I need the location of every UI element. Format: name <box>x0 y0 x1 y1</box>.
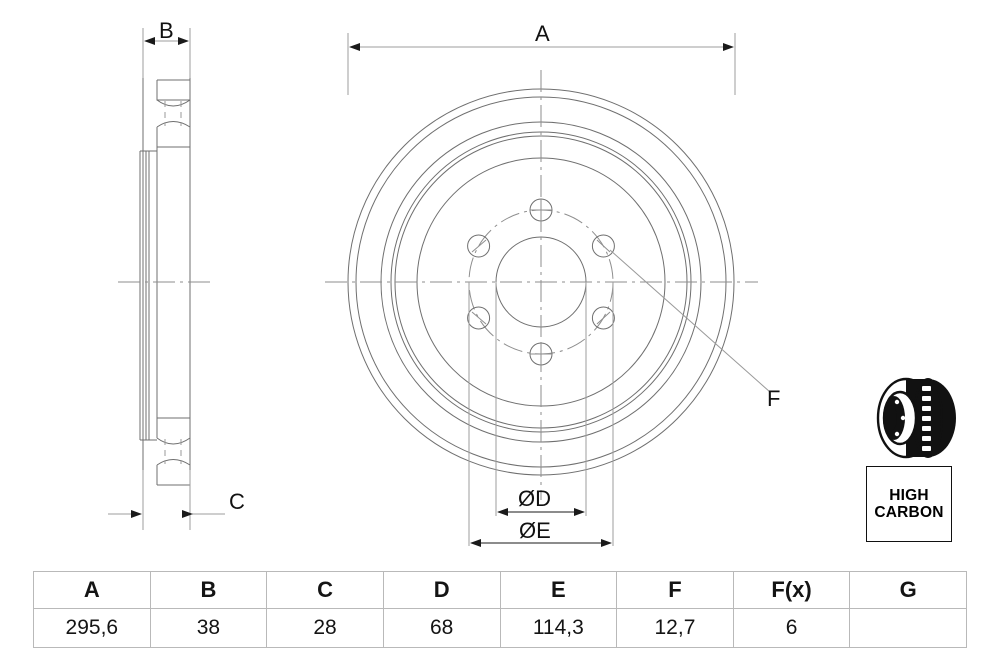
table-header-row: A B C D E F F(x) G <box>33 571 967 609</box>
value-cell-f: 12,7 <box>616 608 734 648</box>
dimension-label-b: B <box>159 18 174 43</box>
high-carbon-line1: HIGH <box>889 486 929 504</box>
dimension-label-f: F <box>767 386 781 411</box>
f-leader-line <box>609 249 771 393</box>
dimension-label-d: ØD <box>518 486 551 511</box>
high-carbon-badge: HIGH CARBON <box>866 466 952 542</box>
header-cell-a: A <box>33 571 151 609</box>
table-value-row: 295,6 38 28 68 114,3 12,7 6 <box>33 608 967 648</box>
value-cell-c: 28 <box>266 608 384 648</box>
value-cell-g <box>849 608 967 648</box>
dimension-a <box>347 33 736 95</box>
bolt-hole <box>591 306 615 330</box>
header-cell-b: B <box>149 571 268 609</box>
value-cell-e: 114,3 <box>499 608 618 648</box>
bolt-hole <box>467 306 491 330</box>
dimension-b <box>142 28 191 78</box>
dimension-label-e: ØE <box>519 518 551 543</box>
bolt-hole <box>467 234 491 258</box>
header-cell-fx: F(x) <box>732 571 851 609</box>
value-cell-d: 68 <box>382 608 501 648</box>
value-cell-b: 38 <box>149 608 268 648</box>
header-cell-e: E <box>499 571 618 609</box>
diameter-extension-lines <box>468 282 614 546</box>
value-cell-fx: 6 <box>732 608 851 648</box>
bolt-hole <box>591 234 615 258</box>
header-cell-g: G <box>849 571 967 609</box>
header-cell-f: F <box>616 571 734 609</box>
header-cell-d: D <box>382 571 501 609</box>
brake-disc-icon <box>876 377 956 459</box>
dimension-c <box>142 470 191 530</box>
dimension-label-c: C <box>229 489 245 514</box>
side-section-view <box>139 38 191 507</box>
high-carbon-line2: CARBON <box>874 504 944 521</box>
specification-table: A B C D E F F(x) G 295,6 38 28 68 114,3 … <box>33 571 967 648</box>
front-view-centerlines <box>325 70 758 500</box>
value-cell-a: 295,6 <box>33 608 151 648</box>
dimension-label-a: A <box>535 21 550 46</box>
header-cell-c: C <box>266 571 384 609</box>
